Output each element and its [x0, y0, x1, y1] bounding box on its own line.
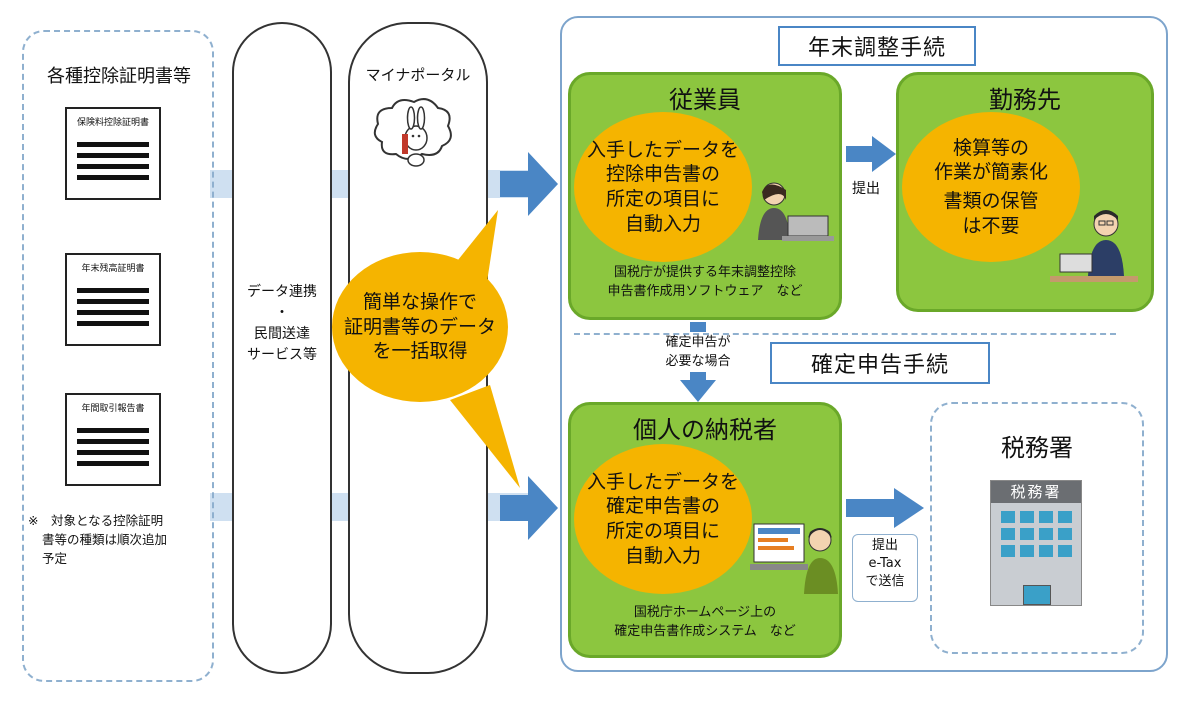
doc-year-end-balance: 年末残高証明書 — [65, 253, 161, 346]
employer-bubble: 検算等の 作業が簡素化 書類の保管 は不要 — [902, 112, 1080, 262]
submit-arrow-year-end — [846, 136, 896, 172]
mynaportal-mascot-icon — [373, 98, 452, 167]
tax-office-building-icon: 税務署 — [990, 480, 1082, 606]
middle-note: 確定申告が 必要な場合 — [665, 335, 731, 369]
submit-arrow-tax-return — [846, 488, 924, 528]
arrow-to-employee — [500, 152, 558, 216]
employee-caption: 国税庁が提供する年末調整控除 申告書作成用ソフトウェア など — [607, 265, 803, 299]
taxpayer-title: 個人の納税者 — [633, 416, 777, 444]
taxpayer-bubble: 入手したデータを 確定申告書の 所定の項目に 自動入力 — [574, 444, 752, 594]
year-end-title: 年末調整手続 — [778, 26, 976, 66]
employer-title: 勤務先 — [989, 86, 1061, 114]
tax-office-box — [930, 402, 1144, 654]
doc-label: 年末残高証明書 — [81, 264, 145, 274]
center-bubble: 簡単な操作で 証明書等のデータ を一括取得 — [332, 252, 508, 402]
certificates-title: 各種控除証明書等 — [47, 66, 191, 87]
doc-annual-trade: 年間取引報告書 — [65, 393, 161, 486]
tax-return-title: 確定申告手続 — [770, 342, 990, 384]
taxpayer-computer-icon — [750, 523, 838, 594]
submit-label-year-end: 提出 — [852, 181, 880, 197]
employee-bubble: 入手したデータを 控除申告書の 所定の項目に 自動入力 — [574, 112, 752, 262]
doc-label: 保険料控除証明書 — [76, 118, 149, 128]
section-divider — [574, 333, 1116, 335]
data-linkage-column — [232, 22, 332, 674]
doc-insurance: 保険料控除証明書 — [65, 107, 161, 200]
tax-office-title: 税務署 — [1001, 434, 1073, 462]
submit-etax-label: 提出 e-Tax で送信 — [852, 534, 918, 602]
arrow-to-taxpayer — [500, 476, 558, 540]
doc-label: 年間取引報告書 — [81, 404, 145, 414]
procedures-panel — [560, 16, 1168, 672]
employee-title: 従業員 — [669, 86, 741, 114]
taxpayer-caption: 国税庁ホームページ上の 確定申告書作成システム など — [614, 605, 796, 639]
certificates-note: ※ 対象となる控除証明 書等の種類は順次追加 予定 — [28, 513, 168, 566]
tax-office-sign: 税務署 — [991, 481, 1081, 503]
employee-laptop-icon — [758, 182, 834, 241]
data-linkage-label: データ連携 ・ 民間送達 サービス等 — [247, 284, 317, 363]
certificates-panel — [22, 30, 214, 682]
employer-worker-icon — [1050, 210, 1138, 282]
down-arrow-icon — [680, 322, 716, 402]
mynaportal-title: マイナポータル — [365, 66, 471, 84]
